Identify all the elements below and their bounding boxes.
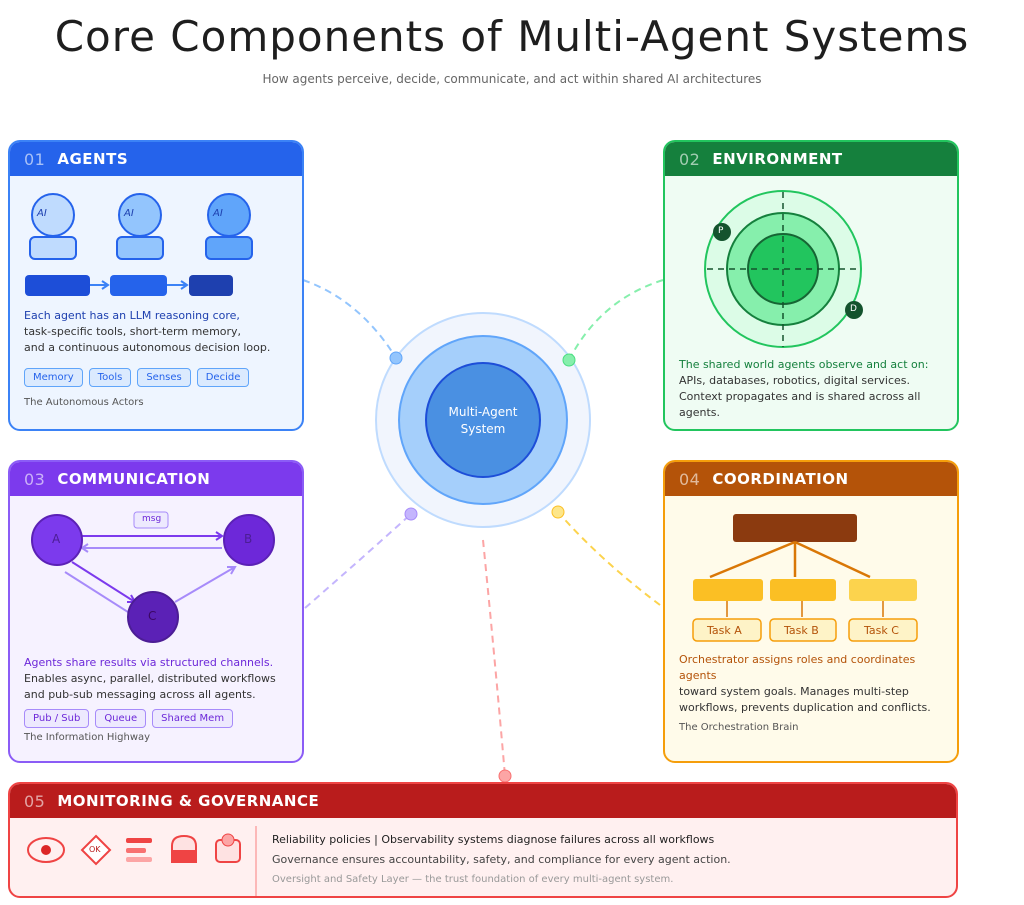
task-b: Task B xyxy=(784,624,819,637)
chip-shared-mem: Shared Mem xyxy=(152,709,234,728)
monitoring-icons xyxy=(27,826,257,896)
card-caption: The Information Highway xyxy=(24,732,151,743)
chip-memory: Memory xyxy=(24,368,83,387)
policy-icon xyxy=(215,833,241,863)
card-caption: The Autonomous Actors xyxy=(24,397,144,408)
communication-chips: Pub / Sub Queue Shared Mem xyxy=(24,709,234,728)
agent-a-label: A xyxy=(52,532,61,546)
agent-ai-label: AI xyxy=(124,208,134,219)
task-a: Task A xyxy=(707,624,742,637)
agent-ai-label: AI xyxy=(37,208,47,219)
log-lines-icon xyxy=(126,838,152,862)
card-title: ENVIRONMENT xyxy=(712,150,843,168)
coordination-illustration xyxy=(692,514,918,642)
chip-queue: Queue xyxy=(95,709,147,728)
perceive-marker: P xyxy=(718,226,724,236)
agent-c-label: C xyxy=(148,609,157,623)
card-title: COORDINATION xyxy=(712,470,849,488)
agent-b-label: B xyxy=(244,532,253,546)
environment-illustration xyxy=(704,190,863,348)
task-c: Task C xyxy=(864,624,899,637)
card-caption: The Orchestration Brain xyxy=(679,722,799,733)
card-title: AGENTS xyxy=(57,150,129,168)
decide-marker: D xyxy=(850,304,857,314)
agents-illustration xyxy=(25,193,253,296)
page-subtitle: How agents perceive, decide, communicate… xyxy=(262,72,762,86)
page-title: Core Components of Multi-Agent Systems xyxy=(54,12,970,61)
ok-label: OK xyxy=(89,845,101,854)
card-title: MONITORING & GOVERNANCE xyxy=(57,792,320,810)
agent-ai-label: AI xyxy=(213,208,223,219)
agents-chips: Memory Tools Senses Decide xyxy=(24,368,250,387)
eye-icon xyxy=(27,837,65,863)
communication-illustration xyxy=(31,511,275,643)
chip-decide: Decide xyxy=(196,368,250,387)
chip-tools: Tools xyxy=(88,368,132,387)
ok-check-icon xyxy=(80,834,112,866)
card-title: COMMUNICATION xyxy=(57,470,211,488)
chip-senses: Senses xyxy=(137,368,191,387)
chip-pubsub: Pub / Sub xyxy=(24,709,90,728)
msg-label: msg xyxy=(142,514,162,524)
shield-icon xyxy=(171,834,197,863)
